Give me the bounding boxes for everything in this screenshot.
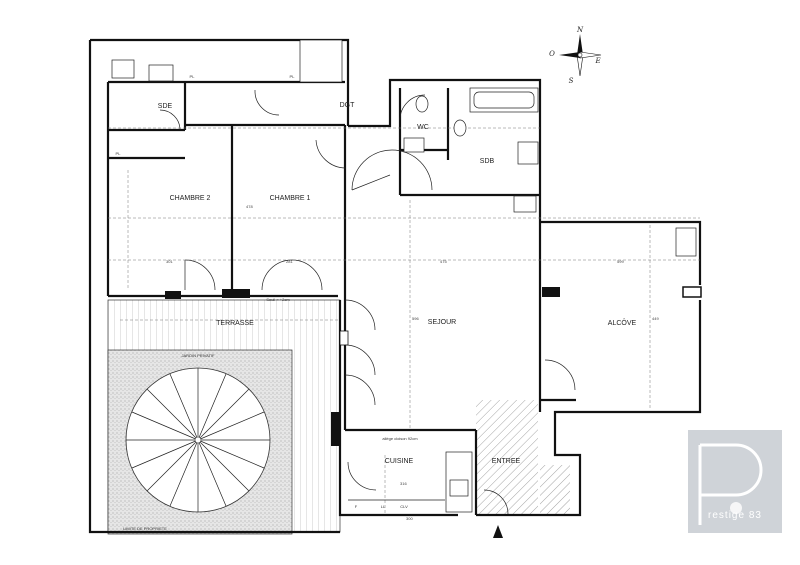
annotation-pl-2: PL	[290, 74, 296, 79]
compass-o: O	[549, 50, 555, 58]
entree-hatch-right	[540, 465, 570, 515]
annotation-ll: LL	[381, 504, 386, 509]
windows	[165, 286, 702, 446]
room-label-sde: SDE	[158, 103, 173, 110]
compass-e: E	[594, 57, 600, 65]
annotation-jardin: JARDIN PRIVATIF	[182, 353, 216, 358]
room-label-alcove: ALCÔVE	[608, 318, 637, 327]
annotation-clv: CLV	[400, 504, 408, 509]
entrance-arrow	[493, 525, 503, 538]
annotation-pl-3: PL	[116, 151, 122, 156]
dimension-449: 449	[652, 316, 659, 321]
room-label-sdb: SDB	[480, 158, 495, 165]
annotation-pl-1: PL	[190, 74, 196, 79]
dimension-281: 281	[286, 259, 293, 264]
room-label-dgt: DGT	[340, 102, 356, 109]
room-label-entree: ENTREE	[492, 458, 521, 465]
dimension-301: 301	[166, 259, 173, 264]
dimension-316: 316	[400, 481, 407, 486]
room-label-chambre2: CHAMBRE 2	[170, 195, 211, 202]
compass-n: N	[576, 26, 584, 34]
reference-lines	[108, 127, 700, 515]
compass-rose: N E S O	[549, 26, 602, 85]
dimension-478: 478	[246, 204, 253, 209]
annotation-allege: allège cloison 92cm	[382, 436, 418, 441]
entree-hatch	[476, 400, 538, 515]
fixtures	[111, 39, 697, 513]
room-label-sejour: SEJOUR	[428, 319, 456, 326]
door-swings	[159, 89, 576, 515]
spiral-stair	[125, 367, 271, 513]
compass-s: S	[569, 77, 574, 85]
prestige-logo	[688, 430, 782, 533]
annotation-seuil: Seuil = +2cm	[266, 297, 290, 302]
dimension-300: 300	[406, 516, 413, 521]
dimension-599: 599	[617, 259, 624, 264]
annotation-f: F	[355, 504, 358, 509]
dimension-596: 596	[412, 316, 419, 321]
prestige-p-mark-icon	[698, 443, 763, 525]
room-label-chambre1: CHAMBRE 1	[270, 195, 311, 202]
room-label-cuisine: CUISINE	[385, 458, 414, 465]
dimension-475: 475	[440, 259, 447, 264]
prestige-logo-text: restige 83	[708, 510, 762, 521]
annotation-limite: LIMITE DE PROPRIETE	[123, 526, 167, 531]
exterior-walls	[88, 38, 702, 534]
room-label-terrasse: TERRASSE	[216, 320, 254, 327]
room-label-wc: WC	[417, 124, 429, 131]
